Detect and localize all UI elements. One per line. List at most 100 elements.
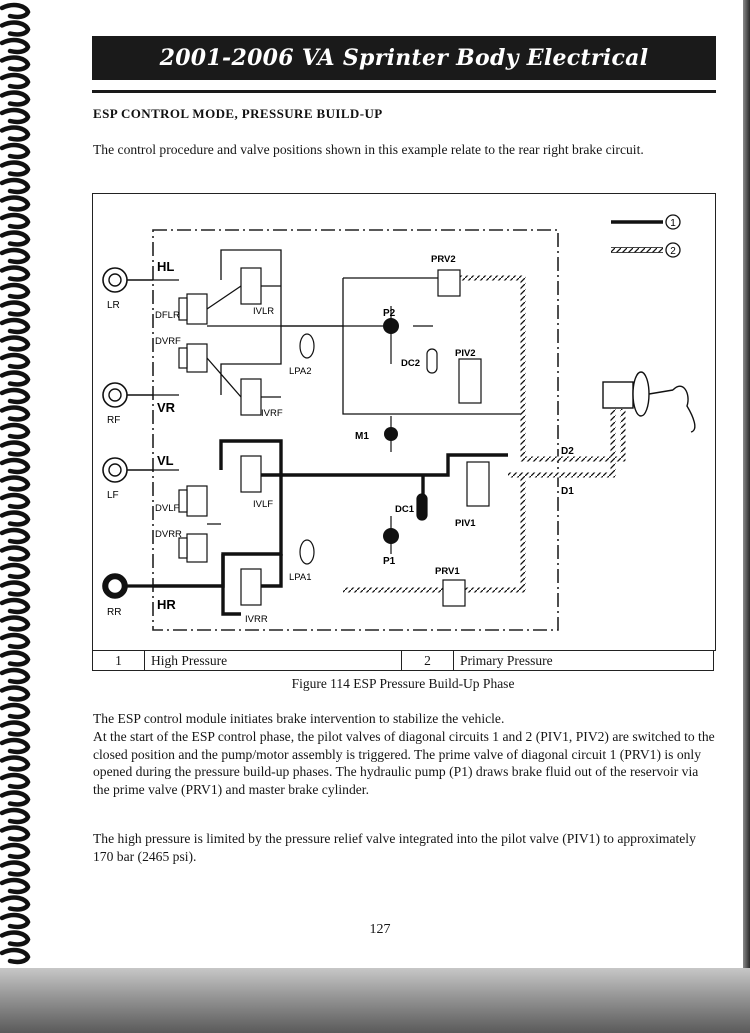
wheel-brake-rf-icon bbox=[102, 382, 153, 408]
binding-coil bbox=[0, 177, 31, 195]
spiral-binding bbox=[0, 2, 31, 965]
binding-coil bbox=[0, 457, 31, 475]
damper-dc1-icon bbox=[416, 493, 428, 521]
pump-label-p1: P1 bbox=[383, 556, 396, 567]
esp-hydraulic-diagram: 1 2 LR RF LF RR HL VR VL HR bbox=[102, 214, 696, 631]
binding-coil bbox=[0, 107, 31, 125]
accumulators bbox=[299, 333, 315, 565]
binding-coil bbox=[0, 387, 31, 405]
legend-label-1: High Pressure bbox=[144, 650, 402, 671]
valve-label-ivlf: IVLF bbox=[253, 499, 273, 510]
binding-coil bbox=[0, 842, 31, 860]
valve-label-dvrr: DVRR bbox=[155, 529, 182, 540]
binding-coil bbox=[0, 755, 31, 772]
wheel-label-lr: LR bbox=[107, 300, 120, 311]
body-paragraph-1a: The ESP control module initiates brake i… bbox=[93, 711, 505, 726]
binding-coil bbox=[0, 247, 31, 265]
valve-label-piv1: PIV1 bbox=[455, 518, 476, 529]
outlet-valves bbox=[178, 293, 208, 563]
binding-coil bbox=[0, 20, 31, 37]
binding-coil bbox=[0, 265, 31, 282]
binding-coil bbox=[0, 597, 31, 615]
header-bar: 2001-2006 VA Sprinter Body Electrical bbox=[92, 36, 716, 80]
circuit-label-hr: HR bbox=[157, 597, 176, 612]
body-paragraph-2: The high pressure is limited by the pres… bbox=[93, 831, 696, 864]
pump-label-p2: P2 bbox=[383, 308, 396, 319]
binding-coil bbox=[0, 895, 31, 912]
binding-coil bbox=[0, 912, 31, 930]
accumulator-label-lpa1: LPA1 bbox=[289, 572, 312, 583]
pilot-and-prime-valves bbox=[437, 269, 490, 607]
valve-label-prv2: PRV2 bbox=[431, 254, 456, 265]
binding-coil bbox=[0, 352, 31, 370]
binding-coil bbox=[0, 440, 31, 457]
pump-p2-icon bbox=[383, 306, 399, 364]
connection-label-d1: D1 bbox=[561, 486, 574, 497]
binding-coil bbox=[0, 370, 31, 387]
wheel-label-lf: LF bbox=[107, 490, 119, 501]
valve-label-dvlf: DVLF bbox=[155, 503, 179, 514]
key-primary-pressure: 2 bbox=[611, 242, 681, 258]
binding-coil bbox=[0, 195, 31, 212]
valve-label-dvrf: DVRF bbox=[155, 336, 181, 347]
valve-label-piv2: PIV2 bbox=[455, 348, 476, 359]
figure-frame: 1 2 LR RF LF RR HL VR VL HR bbox=[92, 193, 716, 651]
module-boundary bbox=[152, 229, 559, 631]
binding-coil bbox=[0, 475, 31, 492]
page-number: 127 bbox=[369, 922, 391, 937]
binding-coil bbox=[0, 125, 31, 142]
binding-coil bbox=[0, 37, 31, 55]
binding-coil bbox=[0, 632, 31, 650]
binding-coil bbox=[0, 230, 31, 247]
circuit-label-hl: HL bbox=[157, 259, 174, 274]
header-title: 2001-2006 VA Sprinter Body Electrical bbox=[159, 45, 649, 71]
wheel-label-rr: RR bbox=[107, 607, 121, 618]
binding-coil bbox=[0, 562, 31, 580]
wheel-label-rf: RF bbox=[107, 415, 120, 426]
legend-label-2: Primary Pressure bbox=[453, 650, 714, 671]
binding-coil bbox=[0, 737, 31, 755]
binding-coil bbox=[0, 335, 31, 352]
valve-label-ivrr: IVRR bbox=[245, 614, 268, 625]
legend-num-2: 2 bbox=[401, 650, 454, 671]
binding-coil bbox=[0, 2, 31, 20]
inlet-valves bbox=[240, 267, 262, 606]
wheel-brake-rr-icon bbox=[102, 573, 153, 599]
binding-coil bbox=[0, 772, 31, 790]
key-high-pressure: 1 bbox=[611, 214, 681, 230]
primary-pressure-lines bbox=[343, 275, 626, 593]
brake-booster-icon bbox=[602, 371, 696, 433]
binding-coil bbox=[0, 667, 31, 685]
circuit-label-vl: VL bbox=[157, 453, 174, 468]
header-rule bbox=[92, 90, 716, 93]
valve-label-prv1: PRV1 bbox=[435, 566, 460, 577]
binding-coil bbox=[0, 580, 31, 597]
valve-label-dflr: DFLR bbox=[155, 310, 180, 321]
binding-coil bbox=[0, 930, 31, 947]
binding-coil bbox=[0, 790, 31, 807]
key-marker-2: 2 bbox=[670, 246, 676, 257]
damper-label-dc1: DC1 bbox=[395, 504, 415, 515]
binding-coil bbox=[0, 317, 31, 335]
body-paragraph-1b: At the start of the ESP control phase, t… bbox=[93, 729, 715, 797]
motor-m1-icon bbox=[384, 416, 398, 452]
binding-coil bbox=[0, 142, 31, 160]
connection-label-d2: D2 bbox=[561, 446, 574, 457]
legend-num-1: 1 bbox=[92, 650, 145, 671]
binding-coil bbox=[0, 160, 31, 177]
wheel-brake-lf-icon bbox=[102, 457, 153, 483]
circuit-label-vr: VR bbox=[157, 400, 176, 415]
valve-label-ivrf: IVRF bbox=[261, 408, 283, 419]
binding-coil bbox=[0, 947, 31, 965]
binding-coil bbox=[0, 545, 31, 562]
binding-coil bbox=[0, 282, 31, 300]
binding-coil bbox=[0, 650, 31, 667]
intro-paragraph: The control procedure and valve position… bbox=[93, 142, 644, 157]
pump-p1-icon bbox=[383, 516, 399, 554]
page-edge-shadow bbox=[743, 0, 750, 1033]
binding-coil bbox=[0, 492, 31, 510]
binding-coil bbox=[0, 212, 31, 230]
binding-coil bbox=[0, 527, 31, 545]
figure-legend: 1 High Pressure 2 Primary Pressure bbox=[92, 650, 714, 671]
binding-coil bbox=[0, 510, 31, 527]
